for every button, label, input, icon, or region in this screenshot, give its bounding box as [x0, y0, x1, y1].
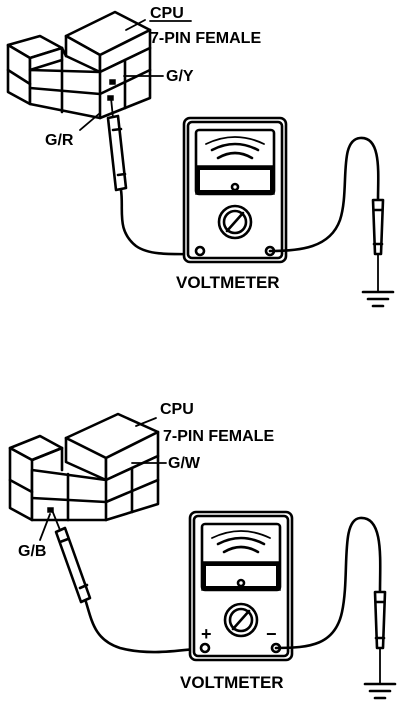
cpu-label-1: CPU: [150, 5, 184, 22]
ground-probe-1: [268, 136, 395, 308]
cpu-leader-1: [125, 19, 146, 31]
probe-1: [106, 97, 202, 256]
cpu-label-2: CPU: [160, 401, 194, 418]
connector-type-label-2: 7-PIN FEMALE: [163, 428, 274, 445]
connector-type-label-1: 7-PIN FEMALE: [150, 30, 261, 47]
wire-gb-label: G/B: [18, 543, 46, 560]
wire-gw-label: G/W: [168, 455, 201, 472]
ground-probe-2: [274, 516, 397, 700]
voltmeter-label-1: VOLTMETER: [176, 273, 280, 292]
diagram-1: CPU 7-PIN FEMALE G/Y G/R VOLTMETER: [6, 5, 395, 308]
cpu-leader-2: [135, 417, 157, 427]
wire-gr-label: G/R: [45, 132, 74, 149]
connector-2: [8, 412, 160, 522]
wire-gy-label: G/Y: [166, 68, 194, 85]
diagram-2: + − CPU 7-PIN FEMALE G/W G/B VOLTMETER: [8, 401, 397, 700]
meter-minus-sign: −: [266, 624, 277, 644]
meter-plus-sign: +: [201, 624, 212, 644]
voltmeter-1: [182, 116, 288, 264]
gb-leader: [39, 513, 51, 541]
probe-2: [51, 509, 207, 654]
connector-1: [6, 10, 152, 120]
gr-leader: [79, 112, 101, 131]
voltmeter-label-2: VOLTMETER: [180, 673, 284, 692]
voltmeter-2: + −: [188, 510, 294, 662]
